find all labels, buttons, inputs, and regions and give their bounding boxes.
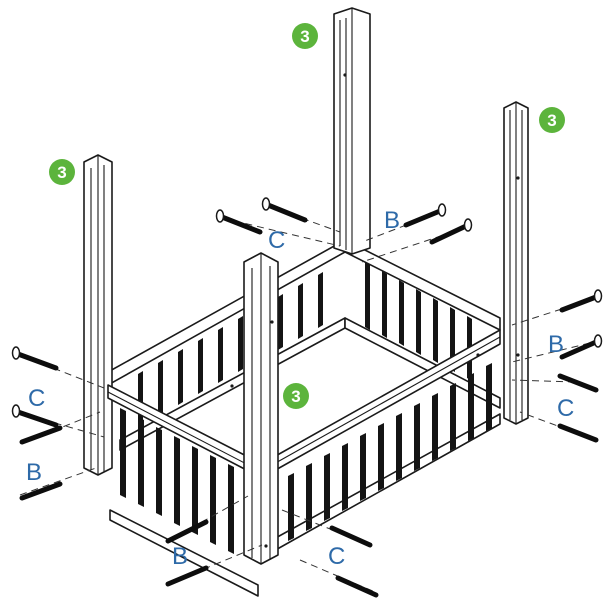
- label-c-back: C: [268, 227, 285, 254]
- label-b-back: B: [384, 207, 400, 234]
- bolt-c-left-lower: [11, 404, 59, 428]
- bolt-b-left-lower: [19, 481, 63, 501]
- bolt-b-back-right-1: [403, 203, 447, 228]
- bolt-c-front-lower: [335, 575, 379, 598]
- label-b-left: B: [26, 459, 42, 486]
- svg-text:3: 3: [291, 387, 300, 406]
- bolt-c-front-upper: [329, 525, 373, 548]
- left-post-part-3: [83, 154, 113, 476]
- part-badge-right: 3: [539, 107, 565, 133]
- bolt-c-left-upper: [11, 346, 59, 371]
- back-post-part-3: [333, 7, 371, 255]
- label-c-left: C: [28, 385, 45, 412]
- svg-text:3: 3: [300, 27, 309, 46]
- label-b-front: B: [172, 543, 188, 570]
- front-post-part-3: [243, 252, 279, 565]
- bolts: [11, 197, 603, 598]
- part-badge-front: 3: [283, 383, 309, 409]
- part-badge-left: 3: [49, 159, 75, 185]
- bolt-c-right-upper: [557, 373, 599, 393]
- bolt-c-right-lower: [557, 423, 599, 443]
- bolt-b-right-upper: [559, 289, 603, 313]
- bolt-b-back-right-2: [429, 218, 473, 245]
- bolt-b-front-upper: [165, 519, 209, 544]
- right-post-part-3: [503, 101, 529, 425]
- bolt-b-front-lower: [165, 565, 209, 587]
- bolt-b-left-upper: [19, 425, 63, 445]
- label-b-right: B: [548, 331, 564, 358]
- bolt-c-back-left-2: [261, 197, 308, 223]
- part-badge-back: 3: [292, 23, 318, 49]
- front-left-slats: [120, 408, 234, 554]
- front-right-slats: [288, 363, 492, 541]
- back-left-slats: [138, 272, 323, 427]
- label-c-right: C: [557, 395, 574, 422]
- front-frame: [107, 329, 501, 597]
- label-c-front: C: [328, 543, 345, 570]
- svg-text:3: 3: [57, 163, 66, 182]
- bolt-b-right-lower: [559, 334, 603, 360]
- svg-text:3: 3: [547, 111, 556, 130]
- bolt-c-back-left-1: [215, 209, 263, 235]
- back-right-slats: [365, 262, 472, 381]
